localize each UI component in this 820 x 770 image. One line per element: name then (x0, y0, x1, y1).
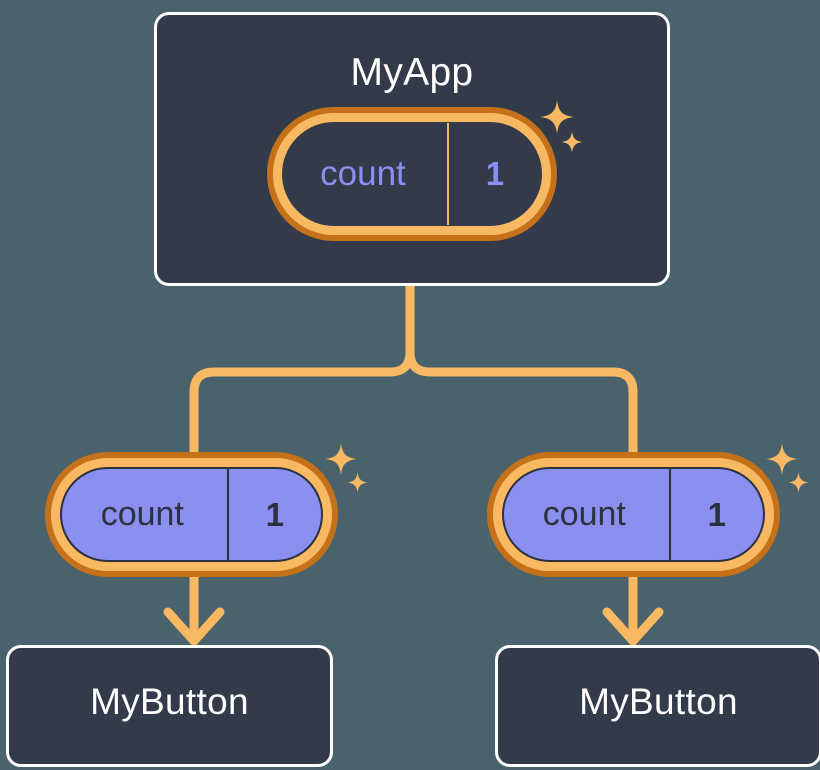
state-pill-body: count 1 (502, 467, 765, 562)
component-card-title: MyButton (90, 681, 249, 722)
component-card-mybutton-right[interactable]: MyButton (495, 645, 820, 767)
state-pill-ring: count 1 (51, 458, 332, 571)
state-pill-divider (226, 469, 229, 560)
state-pill-body: count 1 (282, 122, 542, 226)
state-pill-child-left[interactable]: count 1 (45, 452, 338, 577)
sparkle-large-icon (766, 443, 798, 475)
state-pill-label: count (320, 154, 406, 193)
state-pill-ring: count 1 (273, 113, 551, 235)
state-pill-body: count 1 (60, 467, 323, 562)
component-card-mybutton-left[interactable]: MyButton (6, 645, 333, 767)
state-pill-label: count (542, 495, 626, 533)
sparkle-small-icon (347, 472, 368, 493)
sparkle-large-icon (325, 443, 357, 475)
tree-connector-path (405, 281, 638, 475)
state-pill-myapp[interactable]: count 1 (267, 107, 557, 241)
state-pill-value: 1 (265, 495, 284, 533)
state-pill-ring: count 1 (493, 458, 774, 571)
sparkle-small-icon (788, 472, 809, 493)
component-card-title: MyButton (579, 681, 738, 722)
state-pill-divider (446, 123, 449, 225)
component-card-title: MyApp (350, 51, 474, 94)
state-pill-label: count (100, 495, 184, 533)
state-pill-child-right[interactable]: count 1 (487, 452, 780, 577)
state-pill-value: 1 (707, 495, 726, 533)
state-pill-divider (668, 469, 671, 560)
arrow-right (602, 573, 664, 646)
arrow-left (163, 573, 225, 646)
tree-connector-path-left (189, 281, 415, 475)
state-pill-value: 1 (485, 155, 505, 192)
